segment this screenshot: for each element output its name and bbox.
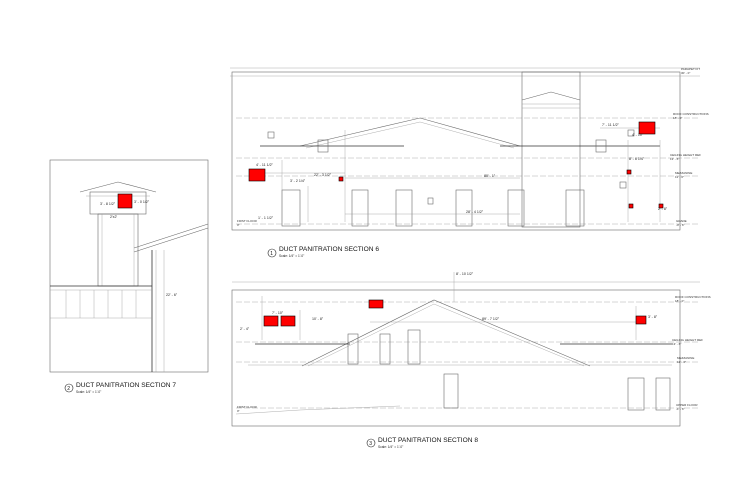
dim-8-top: 8' - 10 1/2" xyxy=(456,272,474,276)
section-7-drawing: 3' - 8 1/2" 3' - 0 1/2" 2'x2' 22' - 6" xyxy=(49,159,209,373)
dim-6-6: 8' - 6 1/4" xyxy=(629,157,645,161)
dim-6-3: 80' - 1" xyxy=(484,174,496,178)
section-7-title-block: 2 DUCT PANITRATION SECTION 7 Scale: 1/4"… xyxy=(64,382,176,394)
level-ceiling-el: 13' - 6" xyxy=(670,157,679,161)
dim-8-1: 10' - 8" xyxy=(312,317,324,321)
level-ceiling-label: CEILING HEIGHT REF xyxy=(670,153,701,157)
level-first-floor-el: 0" xyxy=(237,223,240,227)
dim-6-4: 7' - 11 1/2" xyxy=(602,123,620,127)
level-mezz-el: 11' - 0" xyxy=(675,175,684,179)
duct-penetration-6e xyxy=(628,203,634,209)
section-6-title: DUCT PANITRATION SECTION 6 xyxy=(279,246,379,253)
duct-penetration-6f xyxy=(658,203,664,209)
section-7-number: 2 xyxy=(67,386,70,392)
duct-penetration-6b xyxy=(338,176,344,182)
level-first-floor-label: FIRST FLOOR xyxy=(237,219,258,223)
level-roof-el: 18' - 0" xyxy=(673,116,682,120)
dim-6-8: 3' - 2 1/4" xyxy=(290,179,306,183)
level-roof-label: ROOF CONSTRUCTIONS xyxy=(673,112,709,116)
dim-7-label: 2'x2' xyxy=(110,215,117,219)
level8-ceiling-el: 13' - 6" xyxy=(672,342,681,346)
duct-penetration-6d xyxy=(626,169,632,175)
level8-roof-el: 18' - 0" xyxy=(675,299,684,303)
level8-ceiling-label: CEILING HEIGHT REF xyxy=(672,338,703,342)
dim-6-5: 4' - 10" xyxy=(632,133,644,137)
section-7-scale: Scale: 1/4" = 1'-0" xyxy=(76,390,101,394)
section-8-title: DUCT PANITRATION SECTION 8 xyxy=(378,437,478,444)
section-8-drawing: ROOF CONSTRUCTIONS 18' - 0" CEILING HEIG… xyxy=(231,272,711,427)
section-6-drawing: PARAPET FIT 30' - 0" ROOF CONSTRUCTIONS … xyxy=(230,67,709,231)
level-mezz-label: MEZZANINE xyxy=(675,171,692,175)
dim-6-9: 28' - 4 1/2" xyxy=(466,210,484,214)
level8-roof-label: ROOF CONSTRUCTIONS xyxy=(675,295,711,299)
dim-6-10: 1' - 1 1/2" xyxy=(258,216,274,220)
section-8-scale: Scale: 1/4" = 1'-0" xyxy=(378,445,403,449)
level8-first-floor-label: FIRST FLOOR xyxy=(237,405,258,409)
dim-8-2: 89' - 7 1/2" xyxy=(482,317,500,321)
section-6-scale: Scale: 1/4" = 1'-0" xyxy=(279,254,304,258)
duct-penetration-8b xyxy=(280,315,296,327)
duct-penetration-6a xyxy=(248,168,266,182)
duct-penetration-7 xyxy=(117,193,133,209)
level8-mezz-label: MEZZANINE xyxy=(677,356,694,360)
level-ground-label: GRADE xyxy=(676,219,687,223)
dim-7-2: 3' - 0 1/2" xyxy=(134,200,150,204)
duct-penetration-8a xyxy=(263,315,279,327)
duct-penetration-8c xyxy=(368,299,384,309)
section-8-number: 3 xyxy=(369,441,372,447)
dim-8-3: 7' - 10" xyxy=(272,311,284,315)
duct-penetration-6c xyxy=(638,121,656,135)
section-8-title-block: 3 DUCT PANITRATION SECTION 8 Scale: 1/4"… xyxy=(366,437,478,449)
level8-upper-el: -1' - 6" xyxy=(676,407,685,411)
level-ground-el: -0' - 6" xyxy=(676,223,685,227)
level-parapet-el: 30' - 0" xyxy=(681,71,690,75)
section-7-title: DUCT PANITRATION SECTION 7 xyxy=(76,382,176,389)
dim-7-height: 22' - 6" xyxy=(166,293,178,297)
level8-mezz-el: 11' - 0" xyxy=(677,360,686,364)
level8-upper-label: UPPER FLOOR xyxy=(676,403,698,407)
section-6-number: 1 xyxy=(270,251,273,257)
duct-penetration-8d xyxy=(635,315,647,325)
dim-6-2: 22' - 3 1/2" xyxy=(314,173,332,177)
level8-first-floor-el: 0" xyxy=(237,409,240,413)
dim-7-1: 3' - 8 1/2" xyxy=(100,202,116,206)
section-6-title-block: 1 DUCT PANITRATION SECTION 6 Scale: 1/4"… xyxy=(267,246,379,258)
dim-8-4: 3' - 8" xyxy=(648,315,658,319)
dim-6-1: 4' - 11 1/2" xyxy=(256,163,274,167)
dim-6-7: 2' - 8" xyxy=(658,207,668,211)
level-parapet-label: PARAPET FIT xyxy=(681,67,700,71)
dim-8-5: 2' - 4" xyxy=(240,327,250,331)
